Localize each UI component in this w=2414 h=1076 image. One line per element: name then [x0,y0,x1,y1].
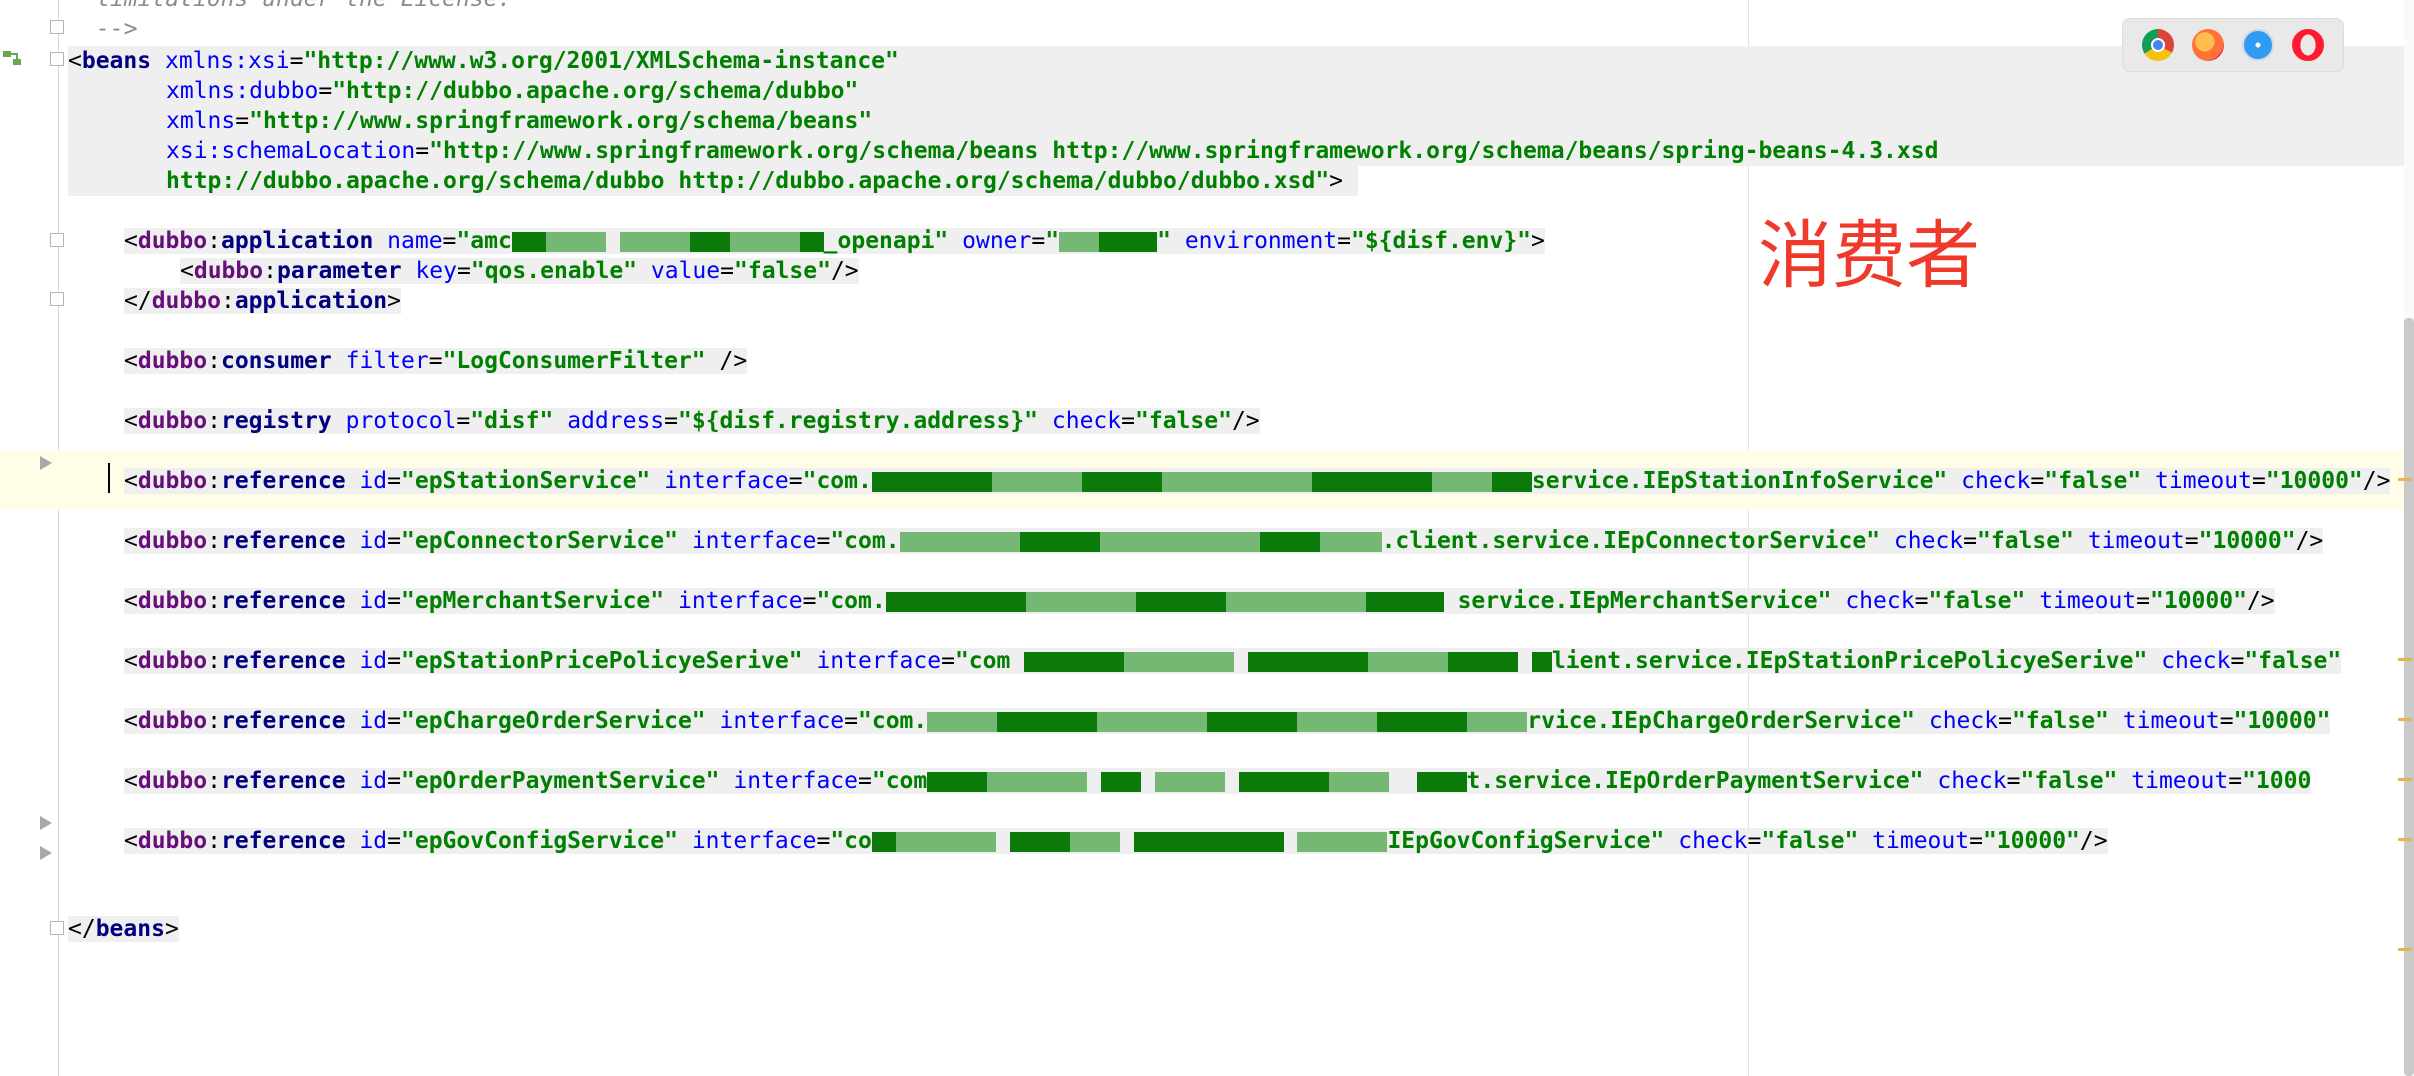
dubbo-reference-line: <dubbo:reference id="epOrderPaymentServi… [124,768,2312,794]
fold-marker[interactable] [50,20,64,34]
fold-marker[interactable] [50,292,64,306]
dubbo-consumer-line: <dubbo:consumer filter="LogConsumerFilte… [124,348,748,374]
editor-gutter[interactable] [0,0,59,1076]
dubbo-registry-line: <dubbo:registry protocol="disf" address=… [124,408,1260,434]
dubbo-application-close: </dubbo:application> [124,288,401,314]
dubbo-reference-line: <dubbo:reference id="epConnectorService"… [124,528,2324,554]
dubbo-parameter-line: <dubbo:parameter key="qos.enable" value=… [180,258,859,284]
opera-icon[interactable] [2292,29,2324,61]
fold-marker[interactable] [50,233,64,247]
firefox-icon[interactable] [2192,29,2224,61]
error-stripe-mark[interactable] [2398,778,2412,781]
fold-arrow-icon[interactable] [40,816,52,830]
beans-highlight-row [68,136,2414,166]
dubbo-reference-line: <dubbo:reference id="epStationService" i… [124,468,2391,494]
beans-highlight-row [68,46,2414,76]
safari-icon[interactable] [2242,29,2274,61]
error-stripe-mark[interactable] [2398,478,2412,481]
code-comment: limitations under the License. [96,0,511,14]
beans-open-line: <beans xmlns:xsi="http://www.w3.org/2001… [68,48,899,74]
error-stripe-mark[interactable] [2398,658,2412,661]
dubbo-reference-line: <dubbo:reference id="epMerchantService" … [124,588,2275,614]
beans-attr-line: xsi:schemaLocation="http://www.springfra… [166,138,1939,164]
bean-gutter-icon[interactable] [2,48,22,68]
text-caret [108,463,110,493]
chrome-icon[interactable] [2142,29,2174,61]
dubbo-application-open: <dubbo:application name="amc _openapi" o… [124,228,1545,254]
error-stripe-mark[interactable] [2398,948,2412,951]
dubbo-reference-line: <dubbo:reference id="epStationPricePolic… [124,648,2342,674]
fold-arrow-icon[interactable] [40,846,52,860]
dubbo-reference-line: <dubbo:reference id="epGovConfigService"… [124,828,2108,854]
code-comment: --> [96,16,138,42]
fold-arrow-icon[interactable] [40,456,52,470]
dubbo-reference-line: <dubbo:reference id="epChargeOrderServic… [124,708,2331,734]
fold-marker[interactable] [50,52,64,66]
fold-marker[interactable] [50,921,64,935]
beans-attr-line: xmlns="http://www.springframework.org/sc… [166,108,873,134]
beans-highlight-row [68,106,2414,136]
error-stripe-mark[interactable] [2398,718,2412,721]
consumer-annotation: 消费者 [1758,213,1980,299]
error-stripe-mark[interactable] [2398,838,2412,841]
browser-picker [2122,18,2344,72]
beans-highlight-row [68,166,1358,196]
beans-highlight-row [68,76,2414,106]
beans-attr-line: http://dubbo.apache.org/schema/dubbo htt… [166,168,1344,194]
beans-attr-line: xmlns:dubbo="http://dubbo.apache.org/sch… [166,78,859,104]
beans-close-line: </beans> [68,916,179,942]
scrollbar-thumb[interactable] [2404,318,2414,1076]
